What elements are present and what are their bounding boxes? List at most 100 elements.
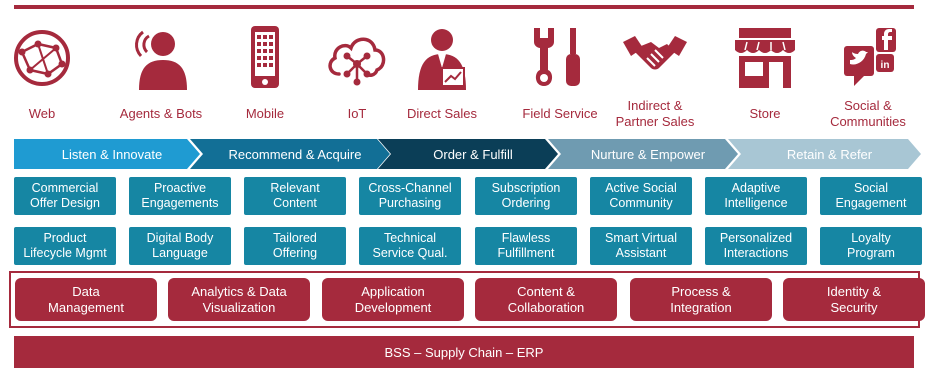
tile-line2: Lifecycle Mgmt — [23, 246, 107, 260]
tile-line2: Ordering — [501, 196, 551, 210]
tile-line1: Loyalty — [851, 231, 891, 245]
pbox-line2: Collaboration — [507, 299, 585, 315]
iot-cloud-icon — [328, 37, 386, 86]
tile-line2: Program — [847, 246, 895, 260]
channel-label: Agents & Bots — [119, 106, 203, 121]
tools-icon — [534, 28, 580, 86]
stage-recommend-acquire[interactable]: Recommend & Acquire — [190, 139, 390, 169]
channel-label: Store — [749, 106, 781, 121]
tile-line1: Cross-Channel — [368, 181, 452, 195]
channel-label-line1: Social & — [844, 98, 892, 113]
stage-nurture-empower[interactable]: Nurture & Empower — [548, 139, 738, 169]
tile-line1: Active Social — [605, 181, 677, 195]
platform-box[interactable]: Process &Integration — [630, 278, 772, 321]
channel-iot[interactable]: IoT — [302, 22, 412, 134]
pbox-line2: Security — [830, 299, 878, 315]
tile-line1: Product — [43, 231, 87, 245]
channel-direct-sales[interactable]: Direct Sales — [387, 22, 497, 134]
channel-label: Indirect & Partner Sales — [600, 98, 710, 130]
pbox-line2: Development — [354, 299, 432, 315]
platform-box[interactable]: Content &Collaboration — [475, 278, 617, 321]
channel-label: Social & Communities — [813, 98, 923, 130]
channel-label: Web — [28, 106, 56, 121]
tile-line2: Intelligence — [724, 196, 788, 210]
pbox-line1: Analytics & Data — [191, 283, 287, 299]
tile-line1: Tailored — [273, 231, 317, 245]
channel-label: Field Service — [522, 106, 598, 121]
tile-line2: Service Qual. — [372, 246, 448, 260]
tile-line2: Engagement — [835, 196, 907, 210]
channel-label: Direct Sales — [406, 106, 478, 121]
channel-social-communities[interactable]: in Social & Communities — [813, 22, 923, 134]
tile-line1: Social — [853, 181, 889, 195]
platform-box[interactable]: Identity &Security — [783, 278, 925, 321]
channel-indirect-partner-sales[interactable]: Indirect & Partner Sales — [600, 22, 710, 134]
mobile-icon — [251, 26, 279, 88]
tile-line2: Purchasing — [378, 196, 442, 210]
pbox-line1: Application — [361, 283, 425, 299]
tile-line1: Commercial — [31, 181, 99, 195]
channel-label: Mobile — [245, 106, 285, 121]
channel-mobile[interactable]: Mobile — [210, 22, 320, 134]
stage-listen-innovate[interactable]: Listen & Innovate — [14, 139, 200, 169]
pbox-line1: Identity & — [826, 283, 882, 299]
tile-line1: Subscription — [491, 181, 561, 195]
pbox-line2: Integration — [670, 299, 732, 315]
channel-label-line1: Indirect & — [627, 98, 683, 113]
channel-label: IoT — [347, 106, 367, 121]
tile-line2: Offer Design — [30, 196, 100, 210]
stage-retain-refer[interactable]: Retain & Refer — [728, 139, 921, 169]
tile-line2: Interactions — [723, 246, 789, 260]
tile-line2: Community — [609, 196, 673, 210]
globe-icon — [14, 30, 70, 86]
handshake-icon — [623, 36, 687, 70]
tile-line1: Digital Body — [146, 231, 214, 245]
store-icon — [735, 28, 795, 88]
tile-line2: Assistant — [615, 246, 667, 260]
channel-label-line2: Communities — [830, 114, 906, 129]
channel-field-service[interactable]: Field Service — [505, 22, 615, 134]
tile-line1: Personalized — [719, 231, 793, 245]
social-icon: in — [844, 28, 896, 86]
pbox-line2: Management — [48, 299, 124, 315]
tile-line1: Flawless — [501, 231, 551, 245]
pbox-line1: Content & — [517, 283, 575, 299]
top-rule — [14, 5, 914, 9]
stage-order-fulfill[interactable]: Order & Fulfill — [378, 139, 558, 169]
channel-agents-bots[interactable]: Agents & Bots — [106, 22, 216, 134]
pbox-line2: Visualization — [202, 299, 276, 315]
channel-store[interactable]: Store — [710, 22, 820, 134]
tile-line1: Proactive — [153, 181, 207, 195]
tile-line1: Technical — [383, 231, 437, 245]
svg-text:in: in — [881, 60, 890, 71]
tile-line1: Adaptive — [731, 181, 781, 195]
channel-label-line2: Partner Sales — [615, 114, 695, 129]
journey-stages: Listen & Innovate Recommend & Acquire Or… — [14, 139, 921, 169]
channel-web[interactable]: Web — [0, 22, 97, 134]
salesperson-icon — [418, 29, 466, 90]
tile-line2: Fulfillment — [497, 246, 555, 260]
pbox-line1: Process & — [671, 283, 731, 299]
tile-line1: Relevant — [270, 181, 320, 195]
foundation-bar[interactable]: BSS – Supply Chain – ERP — [14, 336, 914, 368]
pbox-line1: Data — [72, 283, 100, 299]
